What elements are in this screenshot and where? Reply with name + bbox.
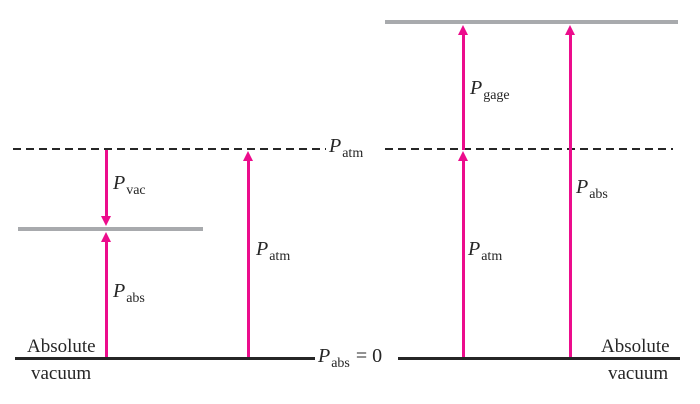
p-vac-label: Pvac [113,172,146,198]
p-atm-mid-arrowhead [243,151,253,161]
p-gage-label: Pgage [470,77,510,103]
p-gage-arrowhead [458,25,468,35]
p-abs-right-subscript: abs [589,187,608,202]
p-atm-mid-symbol: P [256,238,269,260]
p-abs-zero-label: Pabs = 0 [318,345,383,371]
p-atm-right-arrowhead [458,151,468,161]
p-vac-symbol: P [113,172,126,194]
p-abs-zero-subscript: abs [331,356,350,371]
p-vac-arrow-shaft [105,150,108,217]
p-abs-left-label: Pabs [113,280,145,306]
below-atmospheric-pressure-level-bar [18,227,203,231]
p-atm-mid-arrow-shaft [247,160,250,357]
atmospheric-dashed-line-left [13,148,326,150]
p-atm-right-label: Patm [468,238,503,264]
p-abs-left-arrow-shaft [105,241,108,357]
p-atm-right-subscript: atm [481,249,503,264]
p-gage-arrow-shaft [462,34,465,150]
p-atm-right-symbol: P [468,238,481,260]
p-abs-left-symbol: P [113,280,126,302]
p-abs-zero-equals: = 0 [355,345,383,367]
p-gage-subscript: gage [483,88,510,103]
p-abs-right-arrow-shaft [569,34,572,357]
absolute-vacuum-right-line1: Absolute [601,336,670,357]
p-abs-zero-symbol: P [318,345,331,367]
absolute-vacuum-right-line2: vacuum [608,363,669,384]
absolute-zero-baseline-right [398,357,680,360]
p-atm-line-symbol: P [329,135,342,157]
p-atm-line-label: Patm [329,135,364,161]
p-abs-left-subscript: abs [126,291,145,306]
above-atmospheric-pressure-level-bar [385,20,678,24]
absolute-vacuum-left-line2: vacuum [31,363,92,384]
atmospheric-dashed-line-right [385,148,673,150]
p-atm-mid-label: Patm [256,238,291,264]
p-abs-right-arrowhead [565,25,575,35]
p-abs-right-label: Pabs [576,176,608,202]
absolute-zero-baseline-left [15,357,315,360]
p-gage-symbol: P [470,77,483,99]
absolute-vacuum-left-line1: Absolute [27,336,96,357]
p-vac-subscript: vac [126,183,146,198]
p-abs-left-arrowhead [101,232,111,242]
p-atm-right-arrow-shaft [462,160,465,357]
p-abs-right-symbol: P [576,176,589,198]
p-atm-mid-subscript: atm [269,249,291,264]
p-atm-line-subscript: atm [342,146,364,161]
p-vac-arrowhead [101,216,111,226]
